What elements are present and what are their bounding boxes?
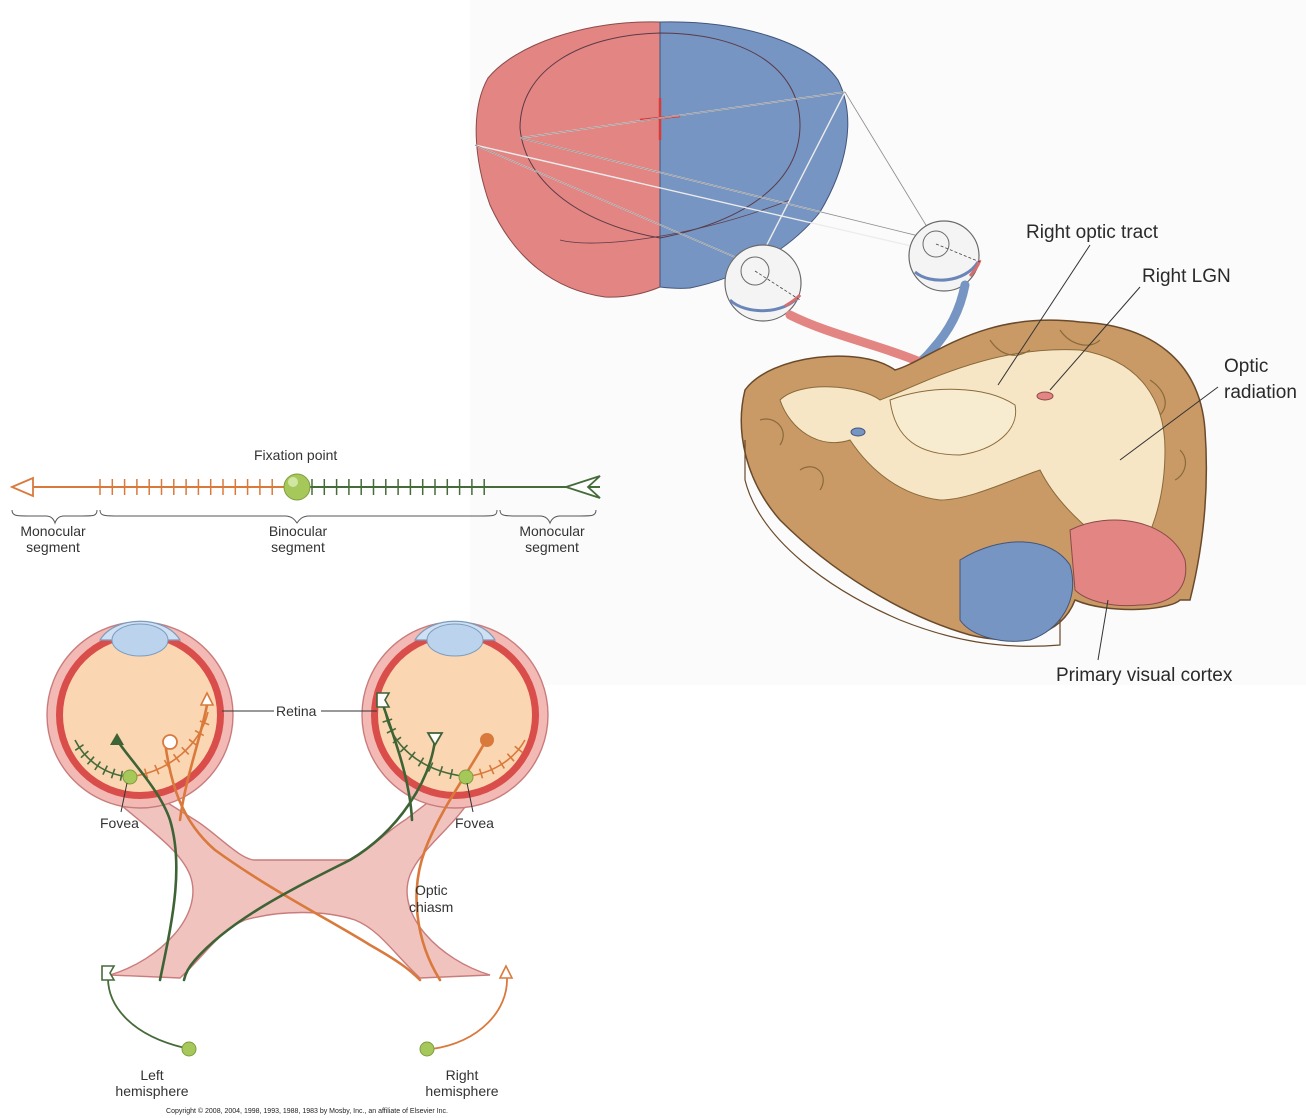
label-right-lgn: Right LGN <box>1142 266 1231 287</box>
label-optic-radiation-2: radiation <box>1224 382 1297 403</box>
label-chiasm-2: chiasm <box>409 899 453 915</box>
right-hemisphere-fovea <box>420 1042 434 1056</box>
left-eye-ball <box>725 245 801 321</box>
fixation-point-ball <box>284 474 310 500</box>
left-lgn-dot <box>851 428 865 436</box>
seg-mid-1: Binocular <box>269 523 328 539</box>
right-eye <box>362 621 548 808</box>
right-fovea-dot <box>459 770 473 784</box>
seg-mid-2: segment <box>271 539 325 555</box>
left-eye-orange-marker <box>163 735 177 749</box>
copyright-text: Copyright © 2008, 2004, 1998, 1993, 1988… <box>166 1107 448 1115</box>
label-fovea-right: Fovea <box>455 815 494 831</box>
label-optic-radiation-1: Optic <box>1224 356 1268 377</box>
right-eye-ball <box>909 221 980 291</box>
label-left-hemisphere-2: hemisphere <box>115 1083 188 1099</box>
label-right-optic-tract: Right optic tract <box>1026 222 1159 243</box>
seg-right-1: Monocular <box>519 523 585 539</box>
left-hemisphere-field <box>108 978 185 1048</box>
left-hemisphere-notch <box>102 966 114 980</box>
right-hemisphere-field <box>432 978 507 1049</box>
fixation-point-highlight <box>288 477 298 487</box>
seg-right-2: segment <box>525 539 579 555</box>
top-right-figure: Right optic tract Right LGN Optic radiat… <box>470 0 1306 686</box>
label-right-hemisphere-1: Right <box>446 1067 479 1083</box>
seg-left-1: Monocular <box>20 523 86 539</box>
left-fovea-dot <box>123 770 137 784</box>
label-retina: Retina <box>276 703 317 719</box>
label-chiasm-1: Optic <box>415 882 448 898</box>
left-hemisphere-fovea <box>182 1042 196 1056</box>
seg-left-2: segment <box>26 539 80 555</box>
right-lgn-dot <box>1037 392 1053 400</box>
label-fovea-left: Fovea <box>100 815 139 831</box>
pathway-figure: Retina Fovea Fovea Optic chiasm Left hem… <box>47 621 548 1115</box>
label-right-hemisphere-2: hemisphere <box>425 1083 498 1099</box>
label-left-hemisphere-1: Left <box>140 1067 163 1083</box>
fixation-point-label: Fixation point <box>254 447 337 463</box>
right-eye-orange-dot <box>480 733 494 747</box>
label-primary-visual-cortex: Primary visual cortex <box>1056 665 1233 686</box>
orange-arrowhead <box>12 478 33 496</box>
right-hemisphere-triangle <box>500 966 512 978</box>
